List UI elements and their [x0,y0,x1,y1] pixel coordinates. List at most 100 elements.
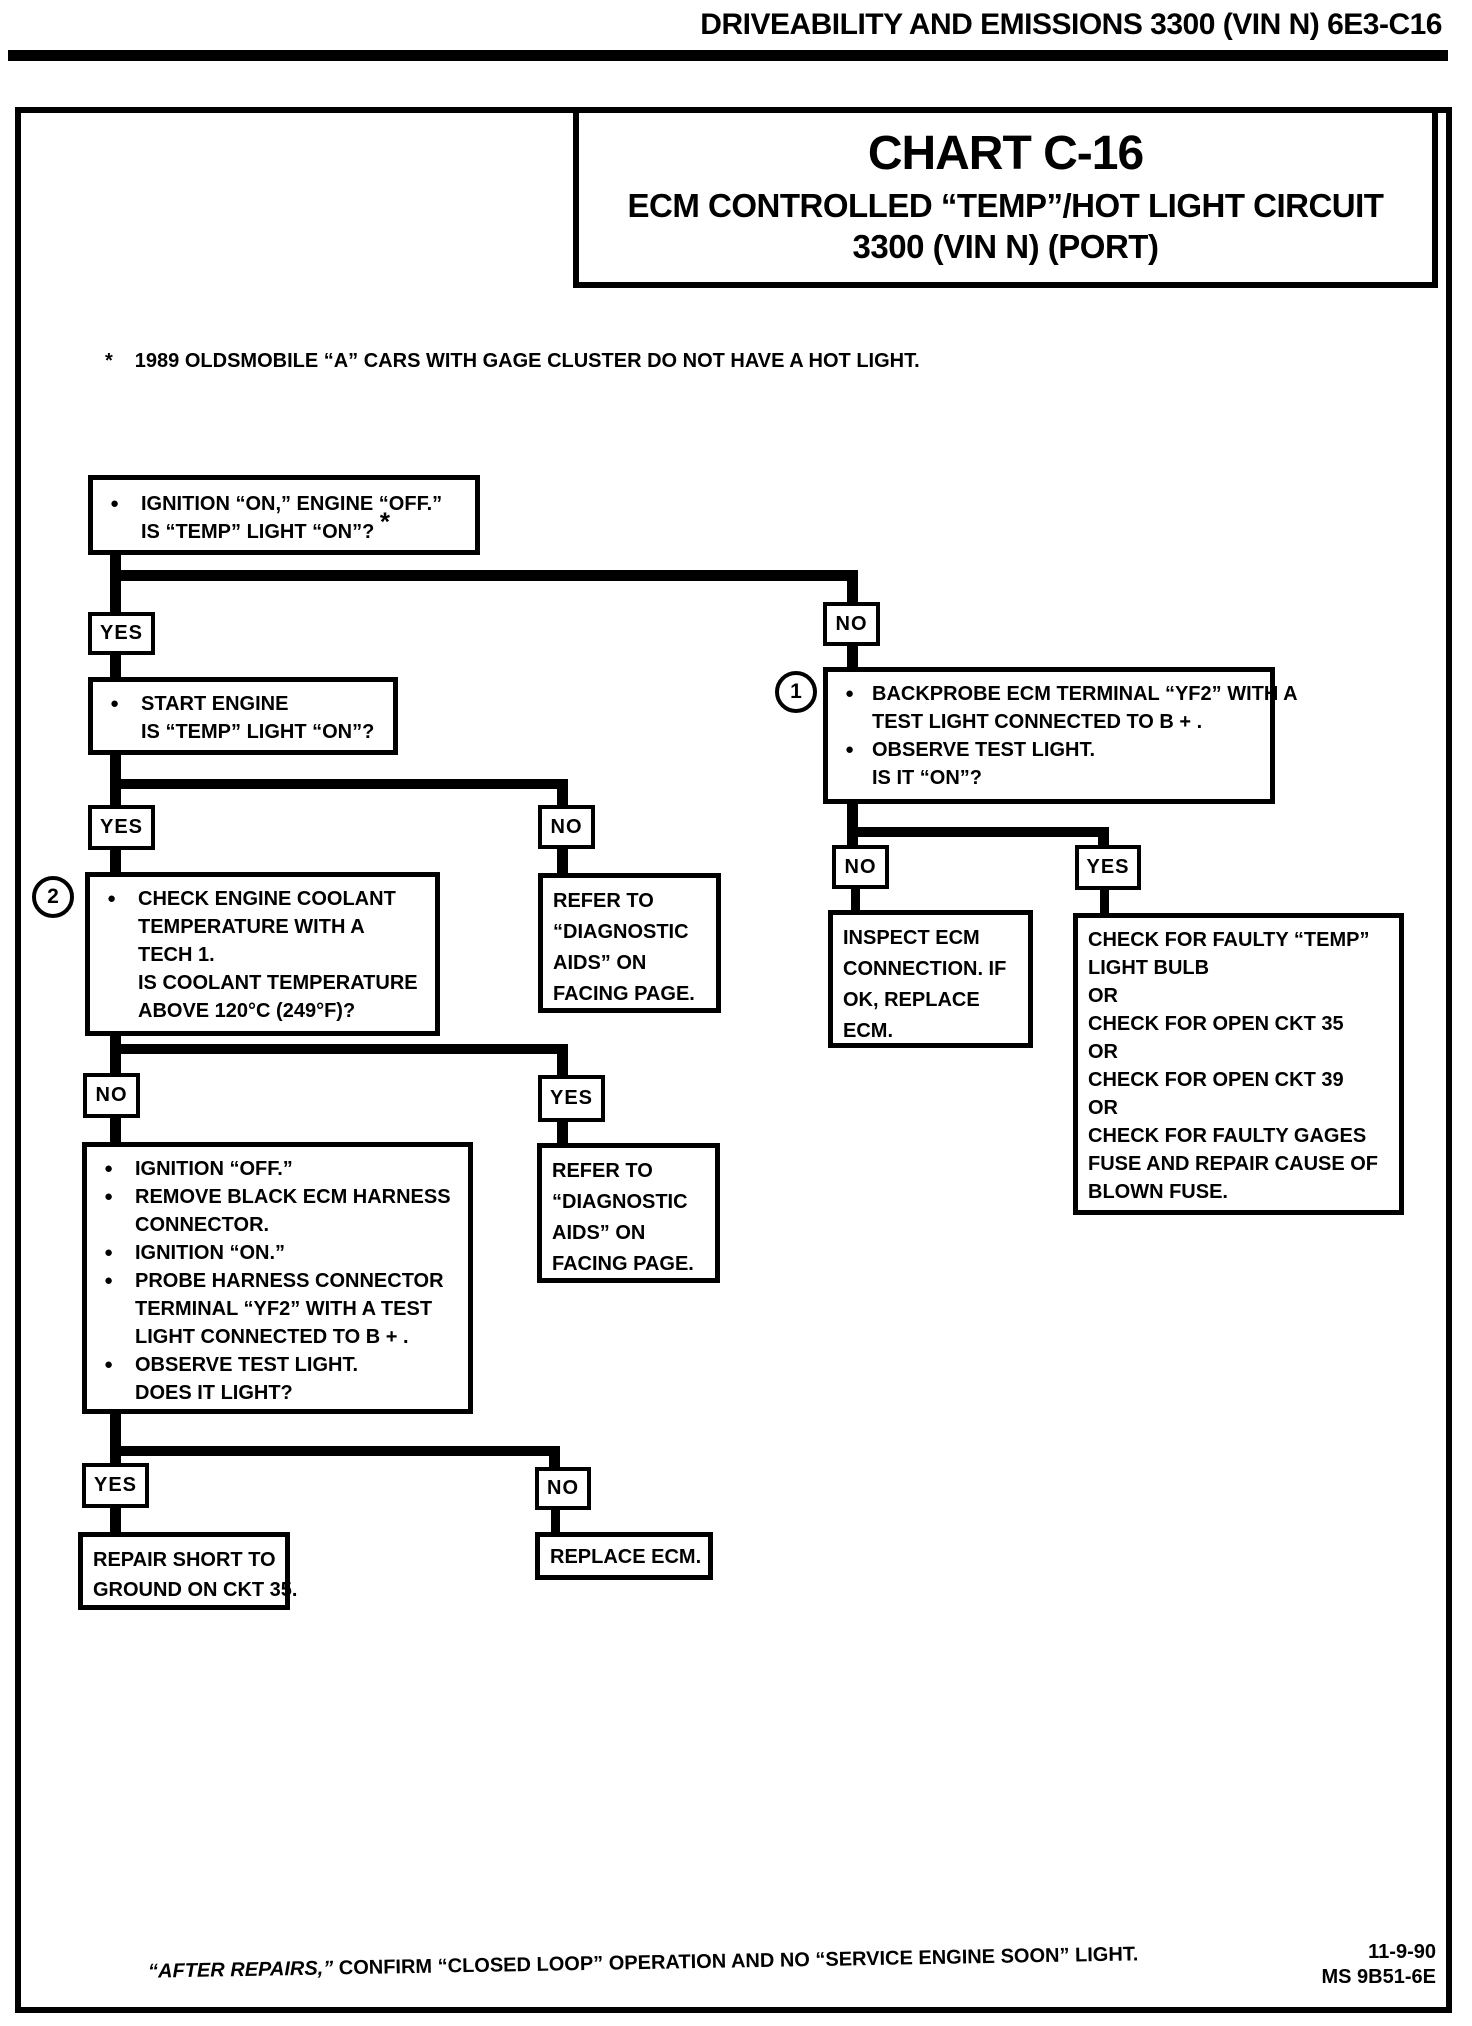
chart-title-box: CHART C-16 ECM CONTROLLED “TEMP”/HOT LIG… [573,107,1438,288]
bullet-icon [97,1295,135,1323]
flow-node-harness-probe: ● IGNITION “OFF.” ● REMOVE BLACK ECM HAR… [82,1142,473,1414]
bullet-icon [97,1379,135,1407]
step-badge-2: 2 [32,876,74,918]
bullet-icon [838,708,872,736]
connector [110,1446,560,1456]
label-yes-5: YES [82,1463,149,1508]
flow-node-ignition-check: ● IGNITION “ON,” ENGINE “OFF.” IS “TEMP”… [88,475,480,555]
step-badge-1: 1 [775,671,817,713]
label-no-5: NO [535,1467,591,1510]
node-text: IS “TEMP” LIGHT “ON”? * [141,506,391,543]
node-text: FACING PAGE. [552,1253,694,1275]
node-text: OR [1088,1097,1118,1119]
connector [557,1120,568,1147]
node-text: LIGHT CONNECTED TO B + . [135,1326,409,1348]
node-text: CHECK FOR FAULTY GAGES [1088,1125,1367,1147]
bullet-icon: ● [110,495,120,512]
flow-node-replace-ecm: REPLACE ECM. [535,1532,713,1580]
connector [1098,827,1109,849]
label-yes-2: YES [88,805,155,850]
node-text: OBSERVE TEST LIGHT. [135,1354,358,1376]
node-text: INSPECT ECM [843,927,980,949]
node-text: IS “TEMP” LIGHT “ON”? [141,721,375,743]
node-text: AIDS” ON [553,952,647,974]
footnote-text: 1989 OLDSMOBILE “A” CARS WITH GAGE CLUST… [134,350,920,372]
connector [847,799,858,849]
connector [110,570,858,581]
node-text: OBSERVE TEST LIGHT. [872,739,1095,761]
node-text: OR [1088,1041,1118,1063]
flow-node-start-engine: ● START ENGINE IS “TEMP” LIGHT “ON”? [88,677,398,755]
flow-node-refer-aids-1: REFER TO “DIAGNOSTIC AIDS” ON FACING PAG… [538,873,721,1013]
connector [1100,888,1109,916]
node-text: REPAIR SHORT TO [93,1549,276,1571]
connector [549,1446,560,1471]
connector [110,846,121,876]
node-text: CHECK ENGINE COOLANT [138,888,396,910]
footnote: * 1989 OLDSMOBILE “A” CARS WITH GAGE CLU… [105,350,920,373]
node-text: CHECK FOR OPEN CKT 35 [1088,1013,1344,1035]
connector [110,1044,568,1054]
revision-date: 11-9-90 [1368,1941,1436,1963]
footnote-asterisk: * [105,350,113,372]
bullet-icon [103,718,141,746]
node-text: TEMPERATURE WITH A [138,916,365,938]
bullet-icon [97,1323,135,1351]
label-yes-4: YES [538,1075,605,1122]
connector [557,779,568,809]
chart-title: CHART C-16 [867,127,1144,180]
node-text: “DIAGNOSTIC [553,921,689,943]
chart-subtitle: ECM CONTROLLED “TEMP”/HOT LIGHT CIRCUIT [627,187,1384,224]
bullet-icon: ● [104,1244,114,1261]
connector [847,643,858,671]
bullet-icon [838,764,872,792]
node-text: OK, REPLACE [843,989,980,1011]
node-text: PROBE HARNESS CONNECTOR [135,1270,444,1292]
label-yes-3: YES [1075,845,1141,890]
flow-node-repair-short: REPAIR SHORT TO GROUND ON CKT 35. [78,1532,297,1610]
node-text: TERMINAL “YF2” WITH A TEST [135,1298,433,1320]
node-text: IS IT “ON”? [872,767,982,789]
node-text: REFER TO [552,1160,653,1182]
bullet-icon: ● [845,741,855,758]
bullet-icon: ● [110,695,120,712]
connector [110,779,568,789]
revision-code: MS 9B51-6E [1321,1966,1437,1988]
bullet-icon [100,969,138,997]
node-text: DOES IT LIGHT? [135,1382,293,1404]
bullet-icon: ● [104,1356,114,1373]
node-text: ABOVE 120°C (249°F)? [138,1000,356,1022]
node-text: REMOVE BLACK ECM HARNESS [135,1186,451,1208]
bullet-icon [100,941,138,969]
node-text: TEST LIGHT CONNECTED TO B + . [872,711,1203,733]
flow-node-backprobe: ● BACKPROBE ECM TERMINAL “YF2” WITH A TE… [823,667,1298,804]
label-no-1: NO [823,602,880,646]
bullet-icon [100,997,138,1025]
node-text: TECH 1. [138,944,215,966]
node-text: CONNECTION. IF [843,958,1007,980]
label-no-2: NO [538,805,595,849]
bullet-icon: ● [845,685,855,702]
label-no-4: NO [83,1073,140,1118]
node-text: CHECK FOR FAULTY “TEMP” [1088,929,1370,951]
node-text: LIGHT BULB [1088,957,1210,979]
node-text: CHECK FOR OPEN CKT 39 [1088,1069,1344,1091]
connector [110,550,121,615]
flow-node-check-faulty: CHECK FOR FAULTY “TEMP” LIGHT BULB OR CH… [1073,913,1404,1215]
bullet-icon: ● [107,890,117,907]
node-text: BACKPROBE ECM TERMINAL “YF2” WITH A [872,683,1298,705]
node-text: “DIAGNOSTIC [552,1191,688,1213]
node-text: IGNITION “ON.” [135,1242,285,1264]
chart-subtitle-2: 3300 (VIN N) (PORT) [852,228,1159,265]
bullet-icon [100,913,138,941]
asterisk-superscript: * [379,506,391,537]
bullet-icon [97,1211,135,1239]
node-text: ECM. [843,1020,893,1042]
node-text: FUSE AND REPAIR CAUSE OF [1088,1153,1379,1175]
bullet-icon: ● [104,1272,114,1289]
header-rule [8,50,1448,61]
node-text: CONNECTOR. [135,1214,270,1236]
node-text: FACING PAGE. [553,983,695,1005]
revision-stamp: 11-9-90 MS 9B51-6E [1322,1940,1437,1990]
